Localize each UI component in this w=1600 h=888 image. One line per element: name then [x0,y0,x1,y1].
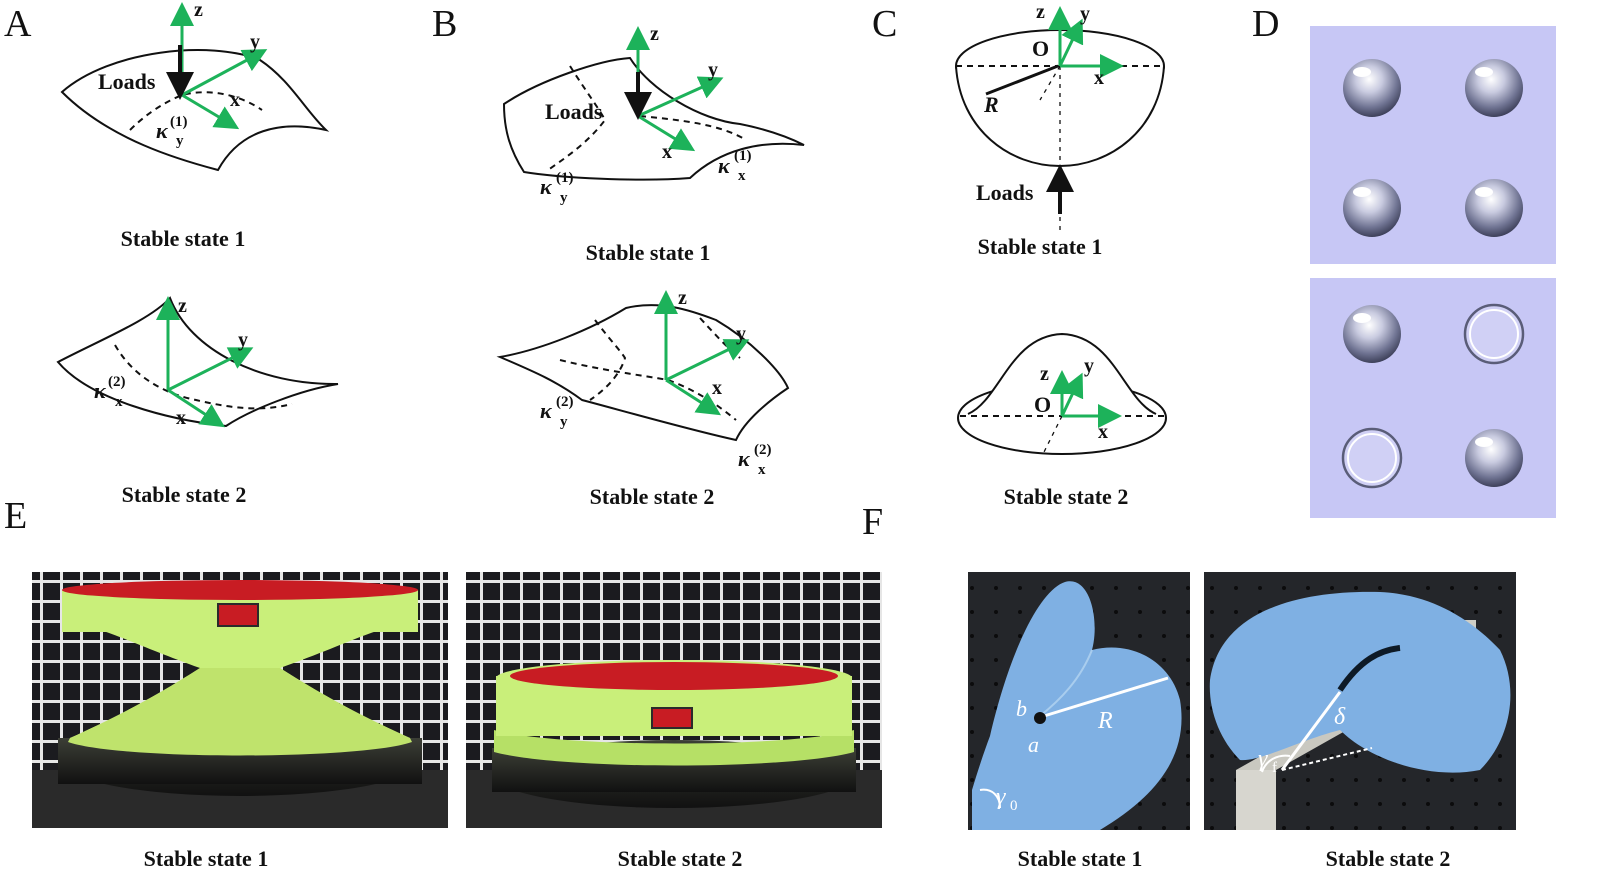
dome-inverted [1463,303,1525,365]
panel-c-caption-top: Stable state 1 [977,234,1103,259]
panel-b-kappa-1-sup: (1) [556,170,574,186]
panel-b-caption-top: Stable state 1 [585,240,711,265]
panel-b-caption-bottom: Stable state 2 [589,484,715,509]
panel-c-bottom-origin: O [1034,392,1051,417]
panel-a-top-y-label: y [250,31,260,53]
panel-b-kappa-4-sup: (2) [754,442,772,458]
panel-b-kappa-3: κ [540,398,553,423]
panel-a-bottom-kappa: κ [94,378,107,403]
panel-c-bottom-x-label: x [1098,421,1108,443]
dome-popped [1343,179,1401,237]
dome-popped [1465,429,1523,487]
panel-b-kappa-1-sub: y [560,190,568,206]
panel-c-caption-bottom: Stable state 2 [1003,484,1129,509]
panel-b-kappa-3-sub: y [560,414,568,430]
dome-popped [1465,179,1523,237]
panel-e-photo-state-1 [32,572,448,828]
panel-a-bottom-kappa-sup: (2) [108,374,126,390]
panel-c-bottom-y-label: y [1084,355,1094,377]
panel-c-bottom-z-label: z [1040,363,1049,385]
panel-b-bottom-y-label: y [736,323,746,345]
panel-a-bottom-shell [56,296,339,428]
panel-letter-c: C [872,3,898,45]
panel-f-label-gammaf-sub: f [1272,760,1277,776]
panel-b-kappa-2: κ [718,153,731,178]
panel-b-kappa-1: κ [540,174,553,199]
panel-letter-a: A [4,3,32,45]
panel-b-bottom-axes [654,290,750,416]
panel-b-top-y-label: y [708,59,718,81]
dome-popped [1343,305,1401,363]
panel-f-label-gammaf: γ [1258,746,1268,772]
dome-popped [1465,59,1523,117]
panel-e-photo-state-2 [466,572,882,828]
panel-c-radius-label: R [983,92,999,117]
panel-a-bottom-y-label: y [238,329,248,351]
panel-f-label-b: b [1016,696,1027,721]
panel-f-label-a: a [1028,732,1039,757]
panel-b-kappa-2-sub: x [738,168,746,184]
panel-a-top-z-label: z [194,0,203,21]
panel-a-caption-top: Stable state 1 [120,226,246,251]
panel-b-kappa-4-sub: x [758,462,766,478]
panel-c-top-origin: O [1032,36,1049,61]
panel-f-caption-left: Stable state 1 [1017,846,1143,871]
panel-f-photo-state-1 [968,572,1190,830]
panel-letter-f: F [862,501,884,543]
panel-c-top-x-label: x [1094,67,1104,89]
panel-c-bottom-axes [1050,370,1122,428]
panel-letter-b: B [432,3,458,45]
panel-f-label-gamma0: γ [996,784,1006,810]
panel-a-top-loads-label: Loads [98,69,156,94]
dome-popped [1343,59,1401,117]
panel-a-bottom-kappa-sub: x [115,394,123,410]
panel-a-top-x-label: x [230,89,240,111]
panel-e-caption-right: Stable state 2 [617,846,743,871]
panel-letter-d: D [1252,3,1280,45]
panel-f-photo-state-2 [1204,572,1516,830]
panel-a-bottom-z-label: z [178,295,187,317]
panel-f-label-delta: δ [1334,704,1346,730]
panel-a-top-kappa-sub: y [176,133,184,149]
panel-f-label-r: R [1097,708,1113,734]
panel-a-top-kappa: κ [156,118,169,143]
panel-letter-e: E [4,495,28,537]
panel-b-bottom-x-label: x [712,377,722,399]
dome-inverted [1341,427,1403,489]
panel-b-kappa-4: κ [738,446,751,471]
panel-a-caption-bottom: Stable state 2 [121,482,247,507]
panel-c-top-y-label: y [1080,3,1090,25]
panel-b-top-loads-label: Loads [545,99,603,124]
panel-b-kappa-2-sup: (1) [734,148,752,164]
panel-e-caption-left: Stable state 1 [143,846,269,871]
panel-b-kappa-3-sup: (2) [556,394,574,410]
panel-b-top-shell [502,56,805,181]
panel-a-bottom-axes [156,296,254,428]
panel-c-top-axes [1048,6,1124,78]
panel-a-bottom-x-label: x [176,407,186,429]
panel-b-top-x-label: x [662,141,672,163]
panel-b-top-z-label: z [650,23,659,45]
panel-a-top-kappa-sup: (1) [170,114,188,130]
panel-c-loads-label: Loads [976,180,1034,205]
panel-c-radius-line [985,64,1059,96]
panel-b-bottom-z-label: z [678,287,687,309]
panel-f-caption-right: Stable state 2 [1325,846,1451,871]
panel-f-label-gamma0-sub: 0 [1010,798,1018,814]
panel-c-top-z-label: z [1036,1,1045,23]
